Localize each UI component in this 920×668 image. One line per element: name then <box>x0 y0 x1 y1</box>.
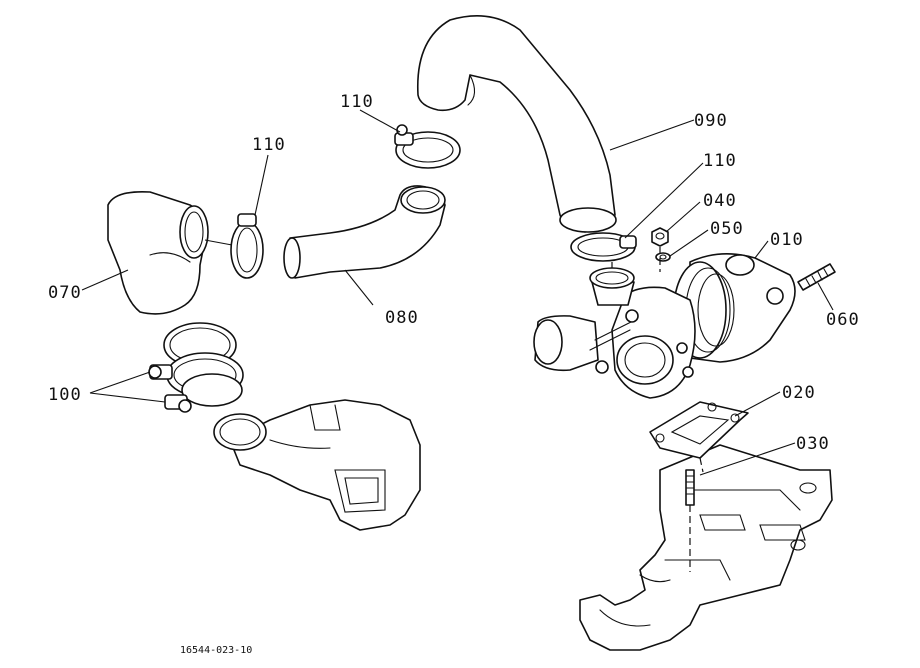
leader-lines <box>81 109 834 476</box>
hose-clamps-100 <box>148 322 244 413</box>
callout-090: 090 <box>694 111 728 131</box>
callout-labels: 090 110 040 050 010 060 020 030 110 110 … <box>48 92 860 454</box>
callout-080: 080 <box>385 308 419 328</box>
hose-clamp-110-right <box>570 232 637 262</box>
intake-manifold <box>213 399 421 531</box>
assembly-guide-lines <box>611 247 704 473</box>
stud-060 <box>797 263 836 291</box>
hose-090 <box>416 14 617 233</box>
exhaust-manifold <box>579 444 833 651</box>
hose-clamp-110-left <box>204 213 264 279</box>
washer-050 <box>655 252 671 262</box>
callout-110-right: 110 <box>703 151 737 171</box>
callout-040: 040 <box>703 191 737 211</box>
callout-110-left: 110 <box>252 135 286 155</box>
callout-100: 100 <box>48 385 82 405</box>
callout-020: 020 <box>782 383 816 403</box>
hose-080 <box>283 185 446 279</box>
drawing-code: 16544-023-10 <box>180 645 252 656</box>
hose-clamp-110-top <box>394 124 461 169</box>
callout-050: 050 <box>710 219 744 239</box>
callout-070: 070 <box>48 283 82 303</box>
callout-030: 030 <box>796 434 830 454</box>
nut-040 <box>651 227 669 247</box>
callout-060: 060 <box>826 310 860 330</box>
callout-110-top: 110 <box>340 92 374 112</box>
hose-elbow-070 <box>107 190 209 315</box>
stud-030 <box>685 469 695 572</box>
gasket-020 <box>649 401 749 459</box>
turbocharger-010 <box>533 253 796 399</box>
callout-010: 010 <box>770 230 804 250</box>
